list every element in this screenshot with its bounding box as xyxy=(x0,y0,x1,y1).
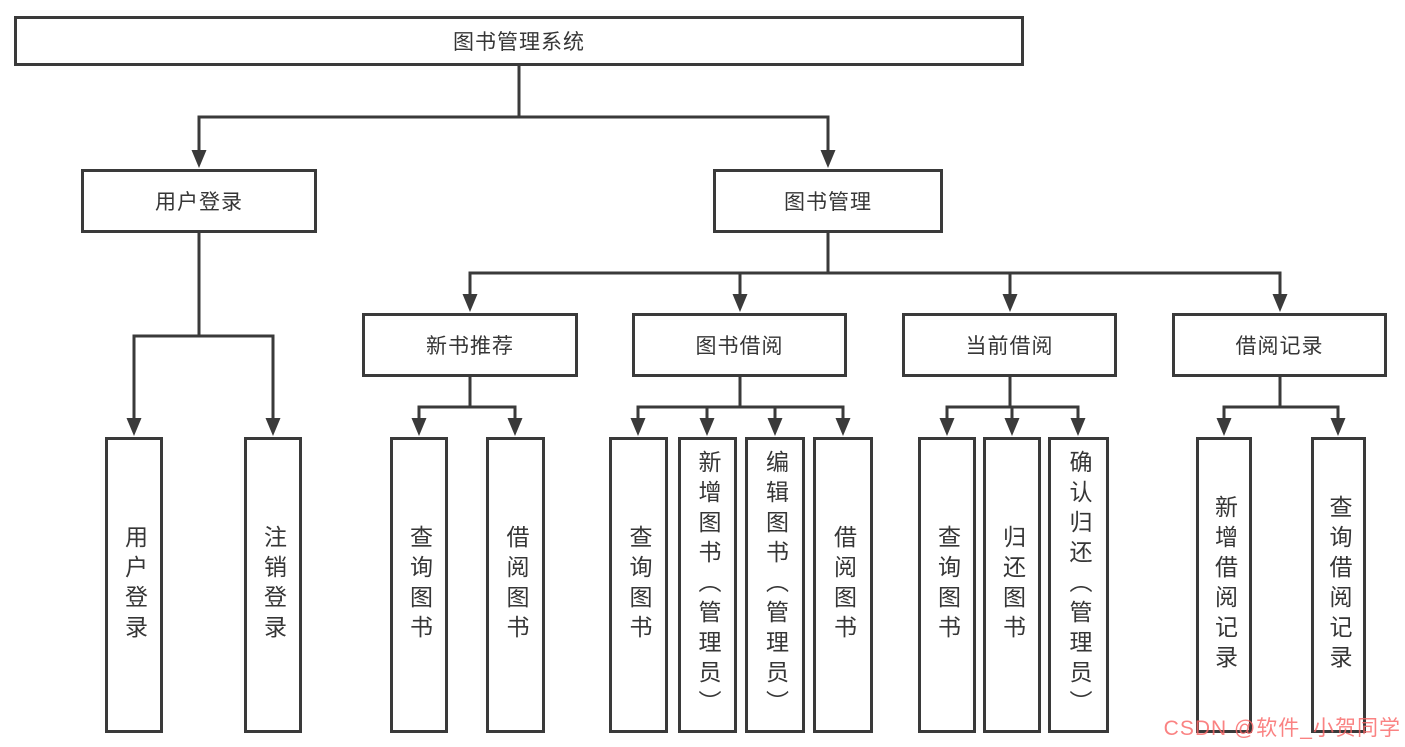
leaf-query-books-borrow: 查询图书 xyxy=(609,437,668,733)
leaf-borrow-books-recommend: 借阅图书 xyxy=(486,437,545,733)
leaf-query-borrow-record: 查询借阅记录 xyxy=(1311,437,1366,733)
watermark: CSDN @软件_小贺同学 xyxy=(1163,717,1401,740)
leaf-logout: 注销登录 xyxy=(244,437,302,733)
node-new-book-recommend: 新书推荐 xyxy=(362,313,578,377)
leaf-add-books-admin: 新增图书（管理员） xyxy=(678,437,737,733)
leaf-borrow-books: 借阅图书 xyxy=(813,437,873,733)
node-book-management: 图书管理 xyxy=(713,169,943,233)
leaf-confirm-return-admin: 确认归还（管理员） xyxy=(1048,437,1109,733)
node-borrow-records: 借阅记录 xyxy=(1172,313,1387,377)
node-current-borrow: 当前借阅 xyxy=(902,313,1117,377)
leaf-query-books-recommend: 查询图书 xyxy=(390,437,448,733)
node-book-borrow: 图书借阅 xyxy=(632,313,847,377)
leaf-query-books-current: 查询图书 xyxy=(918,437,976,733)
node-user-login: 用户登录 xyxy=(81,169,317,233)
leaf-user-login: 用户登录 xyxy=(105,437,163,733)
leaf-return-books: 归还图书 xyxy=(983,437,1041,733)
node-library-system: 图书管理系统 xyxy=(14,16,1024,66)
leaf-add-borrow-record: 新增借阅记录 xyxy=(1196,437,1252,733)
leaf-edit-books-admin: 编辑图书（管理员） xyxy=(745,437,805,733)
